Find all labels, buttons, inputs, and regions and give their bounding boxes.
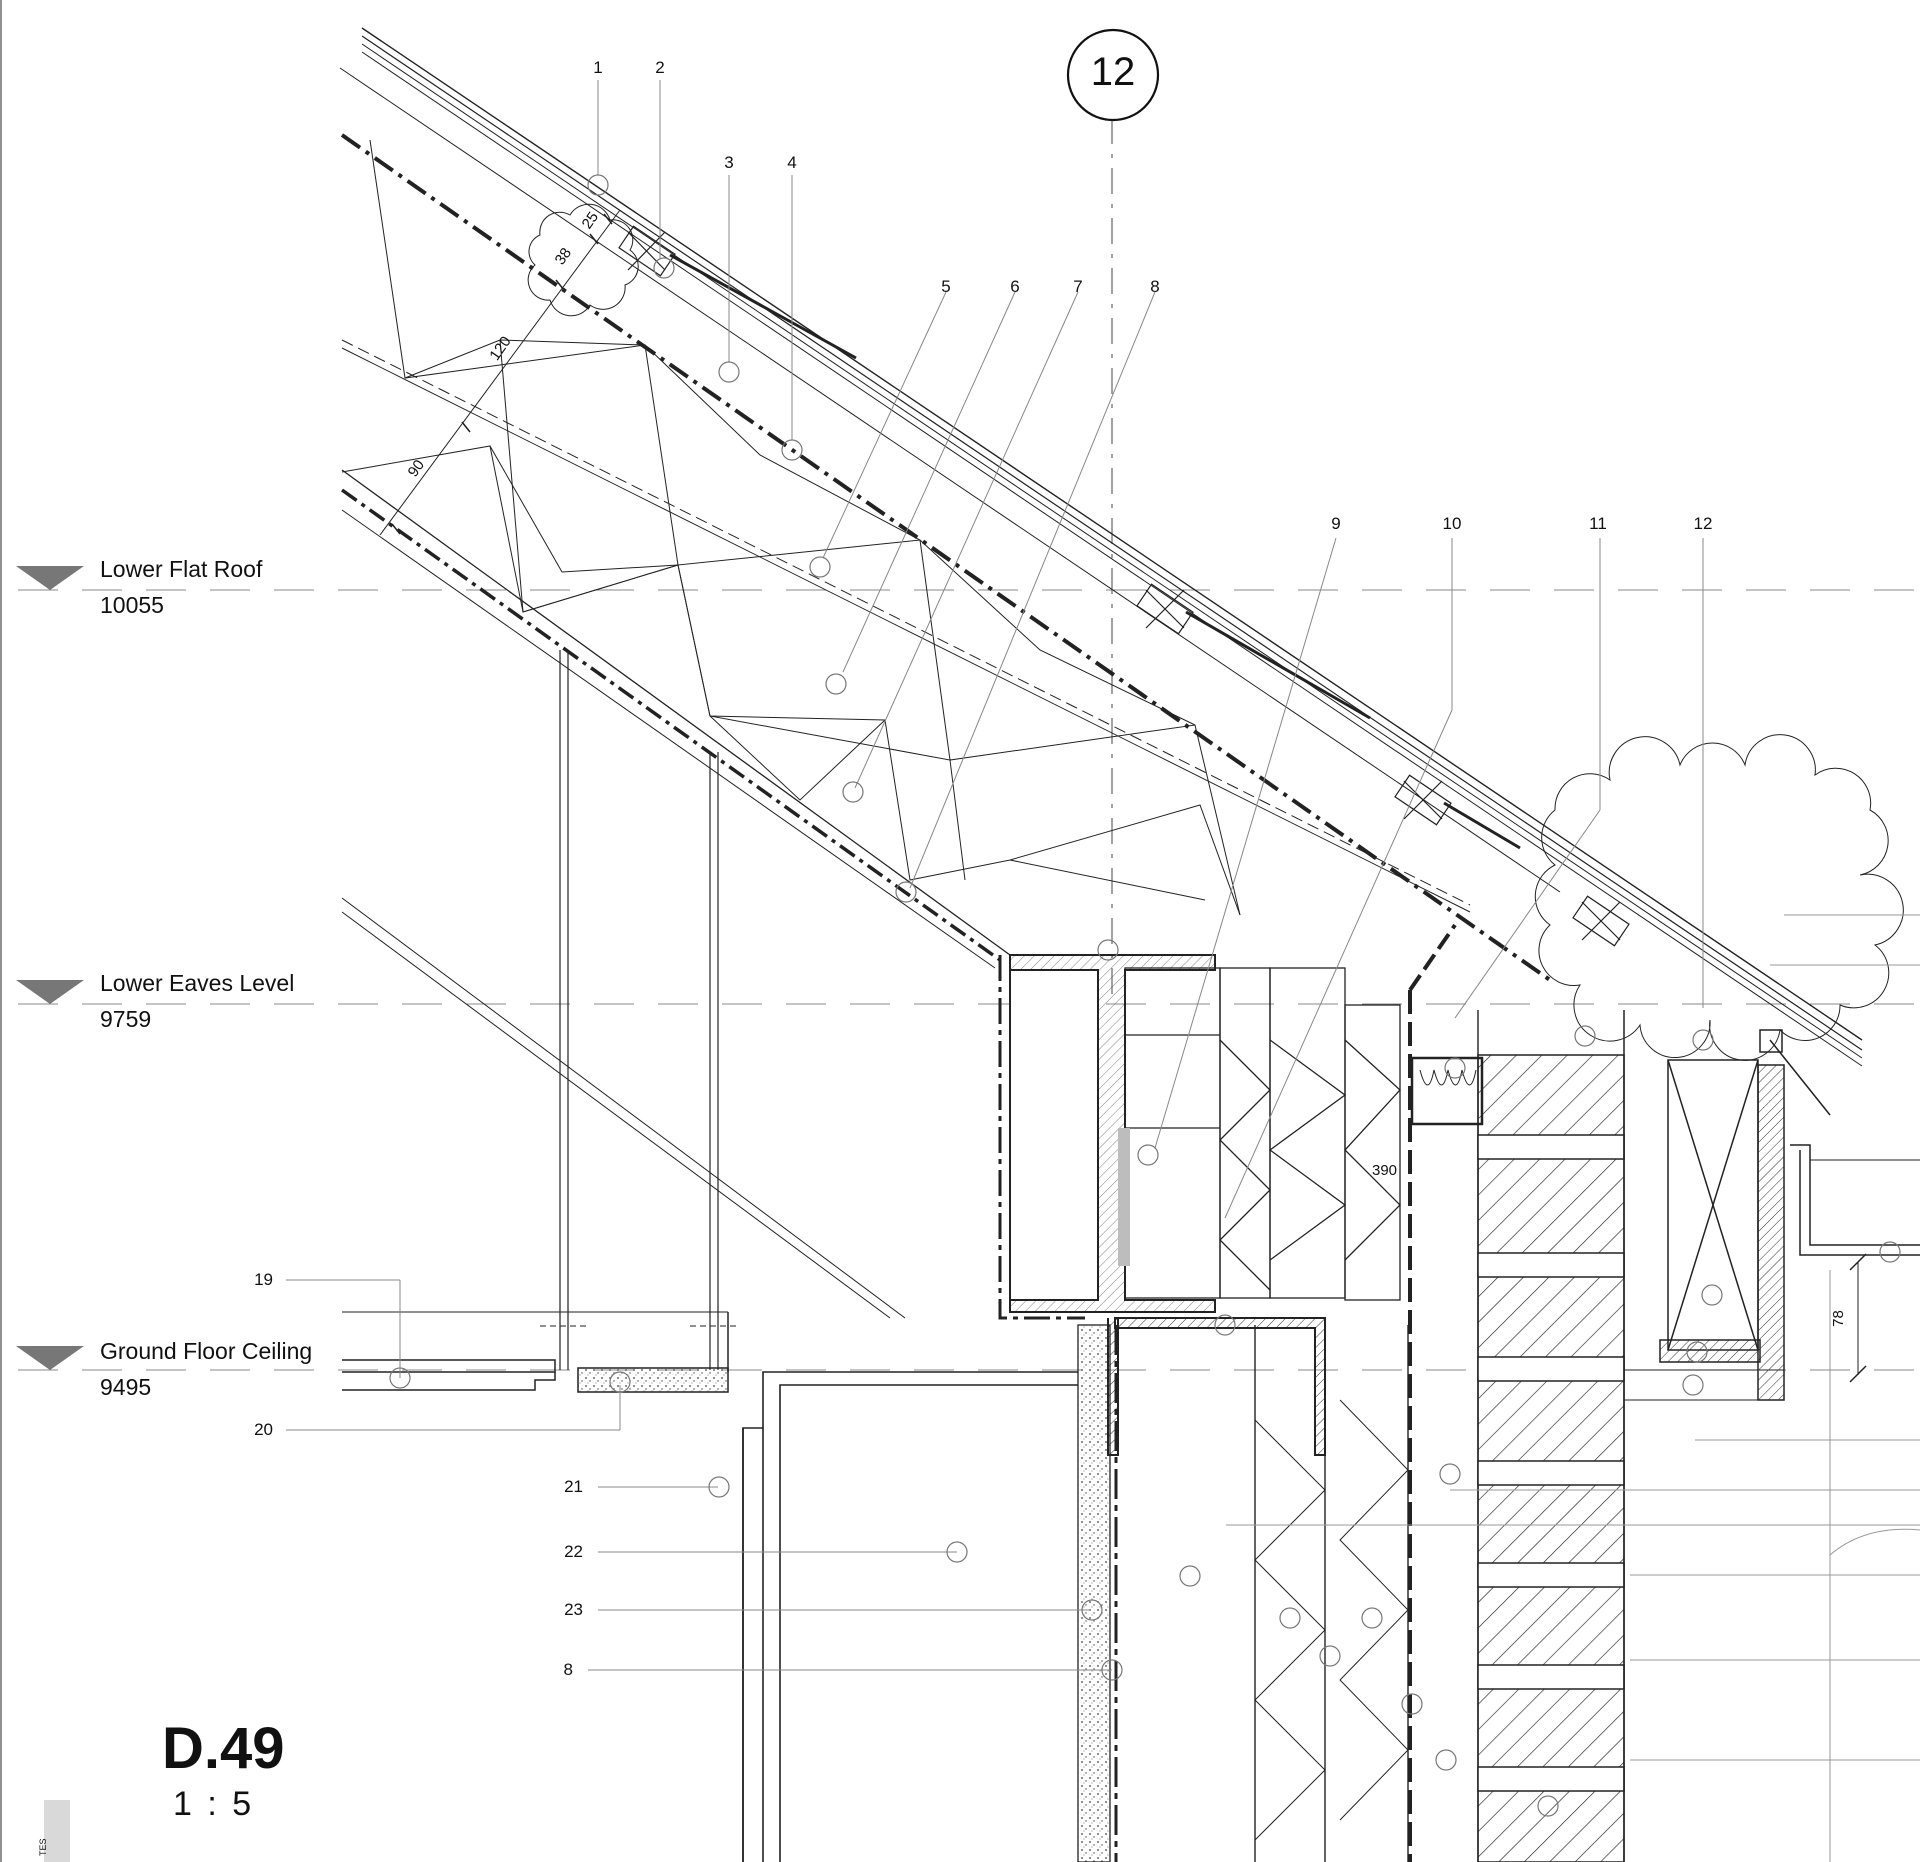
eaves-insulation (1410, 1056, 1484, 1126)
roof-tile-line (361, 27, 1863, 1041)
revision-cloud-1 (527, 203, 639, 317)
level-value-eaves: 9759 (100, 1006, 152, 1032)
membrane-line (340, 133, 1552, 982)
callout-label-6: 6 (1010, 277, 1020, 296)
callout-circle-19 (389, 1367, 411, 1389)
callout-label-4: 4 (787, 153, 797, 172)
callout-label-20: 20 (254, 1420, 273, 1439)
grid-bubble-12 (1066, 28, 1160, 122)
revision-cloud-2 (1534, 734, 1904, 1061)
callout-label-2: 2 (655, 58, 665, 77)
detail-id: D.49 (162, 1716, 285, 1781)
callout-circle-4 (781, 439, 803, 461)
callout-circle-22 (946, 1541, 968, 1563)
callout-label-3: 3 (724, 153, 734, 172)
callout-circle-12 (1692, 1029, 1714, 1051)
grid-ref-label: 12 (1090, 50, 1136, 94)
callout-circle-21 (708, 1476, 730, 1498)
level-name-ceiling: Ground Floor Ceiling (100, 1338, 313, 1364)
counter-batten-line (339, 67, 1561, 893)
callout-label-5: 5 (941, 277, 951, 296)
callout-circle-8 (895, 881, 917, 903)
vapour-layer-line (340, 488, 1002, 962)
callout-label-8: 8 (1150, 277, 1160, 296)
ceiling-board (342, 1311, 729, 1393)
callout-label-11: 11 (1589, 514, 1607, 533)
dimension-390: 390 (1372, 1162, 1398, 1179)
callout-label-9: 9 (1331, 514, 1341, 533)
callout-label-8-lower: 8 (563, 1660, 573, 1679)
callout-circle-6 (825, 673, 847, 695)
callout-circle-9b (1137, 1144, 1159, 1166)
callout-circle-2 (653, 257, 675, 279)
callout-circle-10 (1444, 1057, 1466, 1079)
detail-scale: 1 : 5 (173, 1785, 255, 1823)
callout-circle-5 (809, 556, 831, 578)
dimension-78: 78 (1829, 1310, 1847, 1327)
callout-circle-20 (609, 1371, 631, 1393)
level-marker-ceiling (16, 1346, 84, 1370)
window-frame (742, 1371, 1078, 1862)
steel-channel (998, 955, 1085, 1320)
plaster-wall (1077, 1324, 1111, 1862)
level-name-roof: Lower Flat Roof (100, 556, 263, 582)
level-marker-eaves (16, 980, 84, 1004)
callout-circle-3 (718, 361, 740, 383)
insulation-zigzag-lower (341, 445, 1206, 901)
level-value-roof: 10055 (100, 592, 164, 618)
insulation-zigzag-upper (369, 139, 1241, 916)
wall-insulation-zigzag (1254, 1419, 1326, 1841)
lintel-angle (1114, 1317, 1326, 1456)
callout-label-22: 22 (564, 1542, 583, 1561)
level-value-ceiling: 9495 (100, 1374, 152, 1400)
level-name-eaves: Lower Eaves Level (100, 970, 295, 996)
callout-label-23: 23 (564, 1600, 583, 1619)
callout-label-12: 12 (1693, 514, 1713, 533)
callout-label-19: 19 (254, 1270, 273, 1289)
callout-circle-11 (1574, 1025, 1596, 1047)
callout-circle-8b (1101, 1659, 1123, 1681)
brick-outer-leaf (1477, 1010, 1625, 1862)
level-marker-roof (16, 566, 84, 590)
batten (618, 225, 1630, 947)
side-tab-label: TES (38, 1838, 48, 1856)
callout-circle-1 (587, 174, 609, 196)
callout-label-1: 1 (593, 58, 603, 77)
gutter (1790, 1144, 1920, 1256)
side-tab[interactable]: TES (38, 1800, 70, 1862)
fascia (1624, 1059, 1785, 1401)
callout-circle-9 (1097, 939, 1119, 961)
steel-beam (1009, 954, 1216, 1313)
callout-circle-23 (1081, 1599, 1103, 1621)
callout-circle-7 (842, 781, 864, 803)
callout-label-21: 21 (564, 1477, 583, 1496)
callout-label-10: 10 (1442, 514, 1462, 533)
callout-label-7: 7 (1073, 277, 1083, 296)
